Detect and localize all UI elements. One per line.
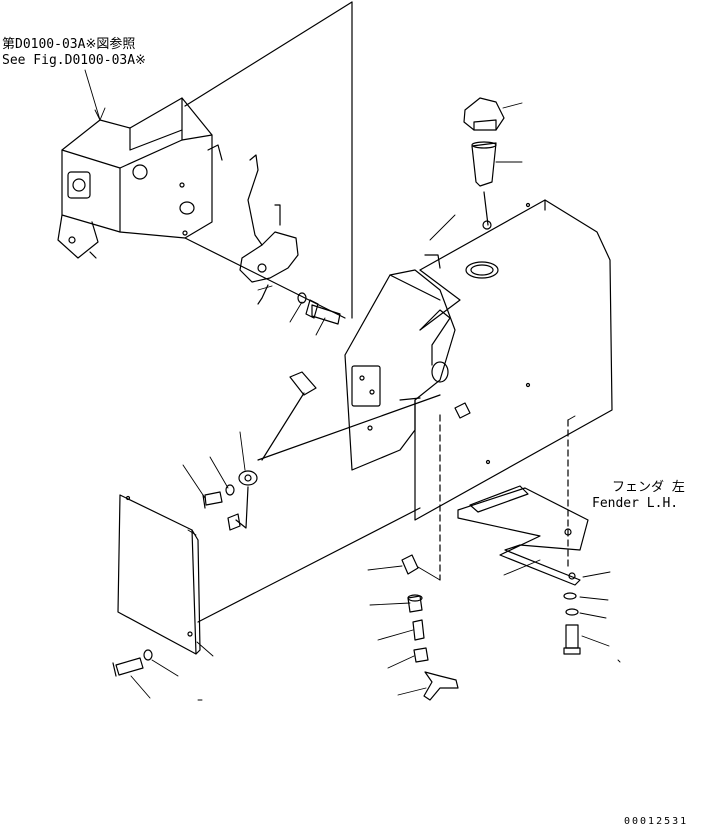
- washer-and-bolt-upper: [297, 292, 341, 325]
- fender-bolts: [563, 592, 581, 655]
- drain-cock: [454, 402, 471, 419]
- lever-linkage: [239, 154, 299, 305]
- fuel-cap: [463, 97, 505, 131]
- fender-label: フェンダ 左 Fender L.H.: [592, 480, 685, 512]
- reference-note-jp: 第D0100-03A※図参照: [2, 37, 136, 52]
- lower-lever: [227, 371, 317, 531]
- leader-lines: [84, 69, 621, 701]
- fuel-strainer: [471, 141, 497, 230]
- reference-note-en: See Fig.D0100-03A※: [2, 53, 146, 68]
- drawing-number: 00012531: [624, 816, 689, 827]
- fender-label-en: Fender L.H.: [592, 496, 679, 511]
- fuel-tank: [414, 199, 613, 521]
- washer-and-bolt-cover: [112, 649, 153, 677]
- reference-note: 第D0100-03A※図参照 See Fig.D0100-03A※: [2, 37, 146, 69]
- pipe-fittings: [401, 554, 459, 701]
- washer-and-bolt-lever: [202, 484, 235, 509]
- cover-plate: [117, 494, 201, 655]
- projection-lines: [184, 1, 569, 623]
- bracket-assembly: [57, 97, 223, 259]
- filler-pipe: [419, 309, 451, 383]
- fender-label-jp: フェンダ 左: [612, 480, 685, 495]
- fender-plate: [457, 485, 589, 586]
- tank-bracket: [344, 254, 456, 471]
